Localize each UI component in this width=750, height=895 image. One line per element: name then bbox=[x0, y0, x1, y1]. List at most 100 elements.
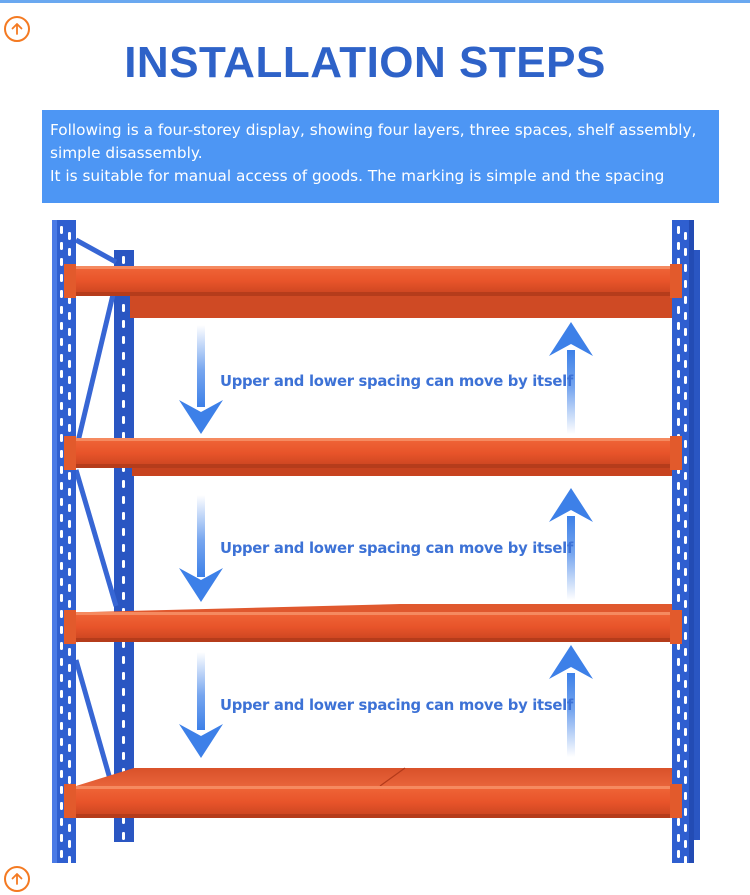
upright-slot bbox=[60, 610, 63, 618]
upright-slot bbox=[60, 450, 63, 458]
upright-slot bbox=[684, 440, 687, 448]
upright-slot bbox=[684, 568, 687, 576]
upright-slot bbox=[122, 656, 125, 664]
upright-slot bbox=[677, 514, 680, 522]
upright-slot bbox=[122, 592, 125, 600]
upright-slot bbox=[68, 248, 71, 256]
upright-slot bbox=[677, 370, 680, 378]
upright-slot bbox=[677, 658, 680, 666]
upright-slot bbox=[122, 336, 125, 344]
upright-slot bbox=[122, 736, 125, 744]
upright-slot bbox=[684, 632, 687, 640]
upright-slot bbox=[684, 264, 687, 272]
upright-slot bbox=[68, 648, 71, 656]
upright-slot bbox=[677, 754, 680, 762]
upright-slot bbox=[68, 760, 71, 768]
description-line-2: simple disassembly. bbox=[50, 144, 203, 162]
upright-slot bbox=[684, 408, 687, 416]
beam-connector-plate bbox=[64, 264, 76, 298]
upright-slot bbox=[677, 770, 680, 778]
upright-slot bbox=[684, 840, 687, 848]
upright-slot bbox=[68, 744, 71, 752]
upright-slot bbox=[122, 720, 125, 728]
upright-slot bbox=[60, 498, 63, 506]
upright-slot bbox=[60, 546, 63, 554]
upright-slot bbox=[677, 338, 680, 346]
upright-slot bbox=[684, 648, 687, 656]
upright-slot bbox=[677, 722, 680, 730]
upright-slot bbox=[684, 808, 687, 816]
upright-slot bbox=[122, 496, 125, 504]
upright-slot bbox=[122, 688, 125, 696]
upright-slot bbox=[677, 834, 680, 842]
upright-slot bbox=[677, 386, 680, 394]
upright-slot bbox=[677, 530, 680, 538]
upright-slot bbox=[684, 248, 687, 256]
upright-slot bbox=[68, 776, 71, 784]
upright-slot bbox=[68, 360, 71, 368]
upright-slot bbox=[60, 738, 63, 746]
upright-slot bbox=[684, 600, 687, 608]
upright-slot bbox=[60, 258, 63, 266]
upright-slot bbox=[60, 754, 63, 762]
beam-connector-plate bbox=[64, 784, 76, 818]
upright-slot bbox=[60, 802, 63, 810]
upright-slot bbox=[68, 472, 71, 480]
upright-slot bbox=[684, 344, 687, 352]
upright-slot bbox=[684, 488, 687, 496]
upright-slot bbox=[677, 674, 680, 682]
upright-slot bbox=[68, 328, 71, 336]
upright-slot bbox=[684, 696, 687, 704]
arrow-up-circle-icon[interactable] bbox=[4, 866, 30, 892]
upright-slot bbox=[122, 480, 125, 488]
up-arrow-icon bbox=[549, 645, 593, 757]
up-arrow-icon bbox=[549, 488, 593, 600]
upright-slot bbox=[68, 840, 71, 848]
upright-slot bbox=[677, 818, 680, 826]
upright-slot bbox=[68, 344, 71, 352]
upright-slot bbox=[122, 528, 125, 536]
upright-slot bbox=[68, 312, 71, 320]
upright-slot bbox=[60, 306, 63, 314]
upright-slot bbox=[684, 424, 687, 432]
upright-slot bbox=[122, 384, 125, 392]
upright-slot bbox=[60, 786, 63, 794]
upright-slot bbox=[677, 418, 680, 426]
beam-connector-plate bbox=[64, 610, 76, 644]
upright-slot bbox=[122, 752, 125, 760]
beam-connector-plate bbox=[64, 436, 76, 470]
spacing-label-3: Upper and lower spacing can move by itse… bbox=[220, 697, 573, 714]
upright-slot bbox=[60, 834, 63, 842]
upright-slot bbox=[677, 482, 680, 490]
upright-slot bbox=[684, 760, 687, 768]
upright-slot bbox=[677, 306, 680, 314]
upright-slot bbox=[684, 552, 687, 560]
upright-slot bbox=[684, 232, 687, 240]
upright-slot bbox=[60, 434, 63, 442]
upright-slots bbox=[60, 226, 687, 864]
arrow-up-circle-icon[interactable] bbox=[4, 16, 30, 42]
shelf-level-1 bbox=[66, 266, 680, 318]
upright-slot bbox=[68, 568, 71, 576]
beam-connector-plate bbox=[670, 264, 682, 298]
upright-slot bbox=[60, 466, 63, 474]
upright-slot bbox=[68, 552, 71, 560]
upright-slot bbox=[684, 504, 687, 512]
upright-slot bbox=[677, 690, 680, 698]
upright-slot bbox=[122, 704, 125, 712]
upright-slot bbox=[68, 504, 71, 512]
down-arrow-icon bbox=[179, 652, 223, 758]
upright-slot bbox=[60, 594, 63, 602]
upright-slot bbox=[122, 576, 125, 584]
upright-slot bbox=[60, 578, 63, 586]
upright-slot bbox=[684, 616, 687, 624]
beam-connectors bbox=[64, 264, 682, 818]
upright-slot bbox=[677, 402, 680, 410]
upright-slot bbox=[68, 600, 71, 608]
upright-slot bbox=[68, 536, 71, 544]
beam-connector-plate bbox=[670, 784, 682, 818]
beam-connector-plate bbox=[670, 436, 682, 470]
down-arrow-icon bbox=[179, 495, 223, 602]
upright-slot bbox=[60, 386, 63, 394]
upright-slot bbox=[684, 680, 687, 688]
